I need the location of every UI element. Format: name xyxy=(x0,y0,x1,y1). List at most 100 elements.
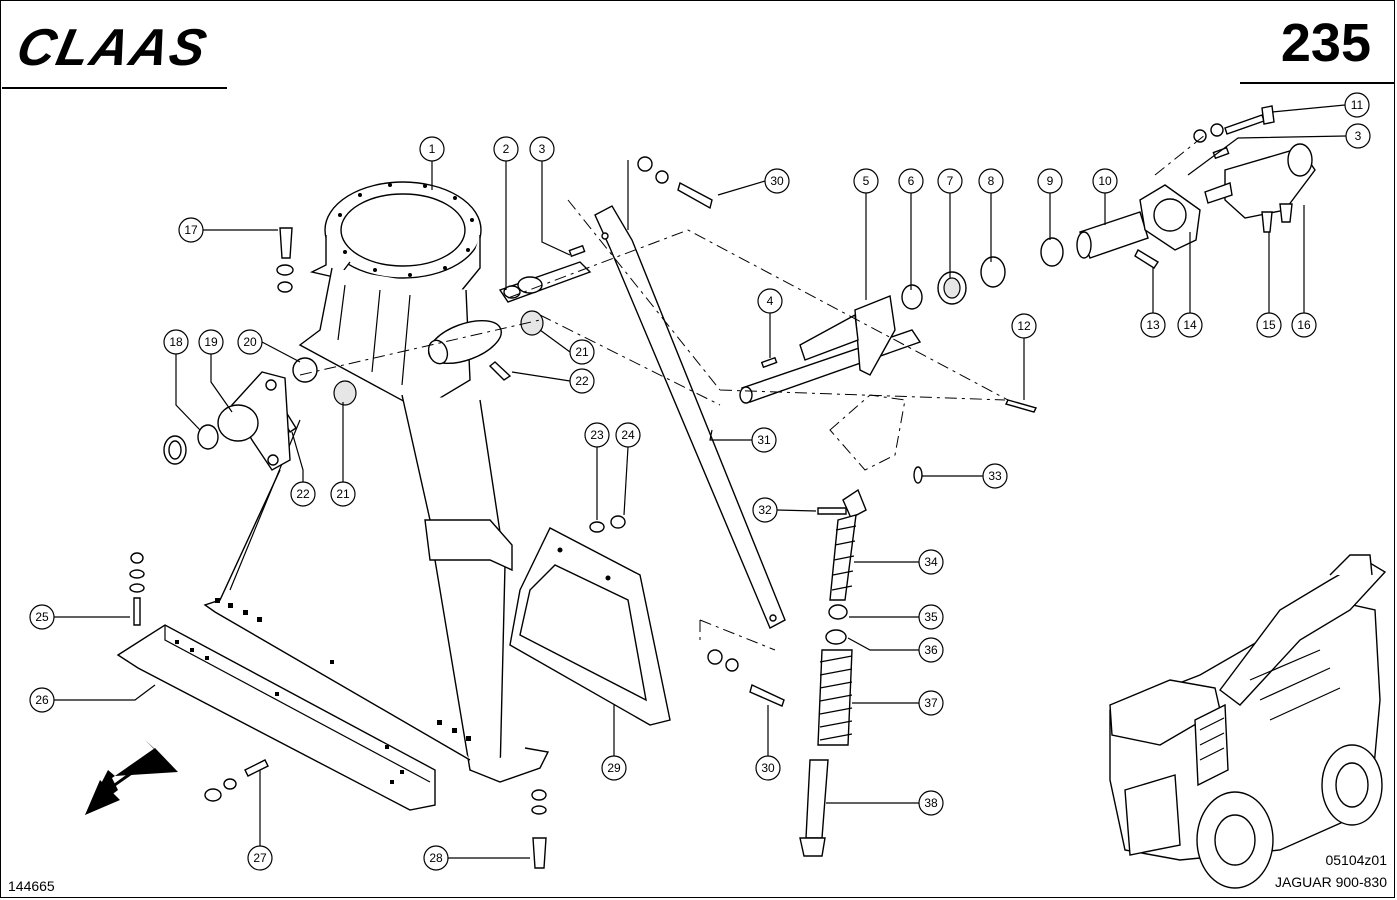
svg-text:4: 4 xyxy=(767,294,774,308)
svg-text:13: 13 xyxy=(1146,318,1160,332)
callout-2: 2 xyxy=(493,136,519,162)
page-number: 235 xyxy=(1280,13,1371,73)
callout-9: 9 xyxy=(1037,168,1063,194)
svg-text:18: 18 xyxy=(169,335,183,349)
callout-24: 24 xyxy=(615,422,641,448)
callout-36: 36 xyxy=(918,637,944,663)
svg-text:22: 22 xyxy=(575,374,589,388)
svg-text:11: 11 xyxy=(1351,98,1364,112)
callout-27: 27 xyxy=(247,845,273,871)
svg-text:21: 21 xyxy=(336,487,350,501)
svg-text:9: 9 xyxy=(1047,174,1054,188)
callout-16: 16 xyxy=(1291,312,1317,338)
sheet-header: CLAAS 235 xyxy=(0,0,1397,90)
svg-text:27: 27 xyxy=(253,851,267,865)
svg-text:21: 21 xyxy=(575,345,589,359)
svg-text:2: 2 xyxy=(503,142,510,156)
callout-20: 20 xyxy=(237,329,263,355)
svg-text:22: 22 xyxy=(296,487,310,501)
svg-text:37: 37 xyxy=(924,696,938,710)
svg-text:23: 23 xyxy=(590,428,604,442)
svg-text:3: 3 xyxy=(1355,129,1362,143)
callout-32: 32 xyxy=(752,497,778,523)
callout-8: 8 xyxy=(978,168,1004,194)
svg-text:30: 30 xyxy=(770,174,784,188)
svg-text:38: 38 xyxy=(924,796,938,810)
callout-17: 17 xyxy=(178,217,204,243)
pivot-shaft-assembly xyxy=(163,244,592,471)
strut-rod xyxy=(594,156,786,707)
svg-text:14: 14 xyxy=(1183,318,1197,332)
svg-text:19: 19 xyxy=(204,335,218,349)
spout-housing xyxy=(203,181,550,783)
callout-1: 1 xyxy=(419,136,445,162)
callout-35: 35 xyxy=(918,604,944,630)
svg-text:30: 30 xyxy=(761,761,775,775)
callout-29: 29 xyxy=(601,755,627,781)
callout-21b: 21 xyxy=(330,481,356,507)
side-plate xyxy=(509,527,671,726)
callout-28: 28 xyxy=(423,845,449,871)
svg-text:7: 7 xyxy=(947,174,954,188)
model-label: JAGUAR 900-830 xyxy=(1274,874,1387,890)
callout-38: 38 xyxy=(918,790,944,816)
callout-22a: 22 xyxy=(569,368,595,394)
svg-text:12: 12 xyxy=(1017,319,1031,333)
svg-text:28: 28 xyxy=(429,851,443,865)
fastener-stack-left xyxy=(129,227,626,869)
header-divider-left xyxy=(2,87,227,89)
callout-3b: 3 xyxy=(1345,123,1371,149)
callout-6: 6 xyxy=(898,168,924,194)
svg-text:36: 36 xyxy=(924,643,938,657)
callout-25: 25 xyxy=(29,604,55,630)
svg-text:34: 34 xyxy=(924,555,938,569)
callout-10: 10 xyxy=(1092,168,1118,194)
callout-3a: 3 xyxy=(529,136,555,162)
svg-text:31: 31 xyxy=(757,433,771,447)
callout-18: 18 xyxy=(163,329,189,355)
svg-text:16: 16 xyxy=(1297,318,1311,332)
svg-text:10: 10 xyxy=(1098,174,1112,188)
callout-13: 13 xyxy=(1140,312,1166,338)
header-divider-right xyxy=(1240,82,1395,84)
svg-text:17: 17 xyxy=(184,223,198,237)
svg-text:5: 5 xyxy=(863,174,870,188)
svg-text:26: 26 xyxy=(35,693,49,707)
callout-11: 11 xyxy=(1344,92,1370,118)
callout-14: 14 xyxy=(1177,312,1203,338)
callout-7: 7 xyxy=(937,168,963,194)
callout-30b: 30 xyxy=(755,755,781,781)
callout-5: 5 xyxy=(853,168,879,194)
callout-31: 31 xyxy=(751,427,777,453)
svg-text:33: 33 xyxy=(988,469,1002,483)
svg-text:35: 35 xyxy=(924,610,938,624)
callout-34: 34 xyxy=(918,549,944,575)
harvester-thumbnail xyxy=(1109,554,1387,889)
svg-text:3: 3 xyxy=(539,142,546,156)
direction-arrow xyxy=(85,740,178,815)
callout-21a: 21 xyxy=(569,339,595,365)
svg-text:20: 20 xyxy=(243,335,257,349)
callout-19: 19 xyxy=(198,329,224,355)
callout-30a: 30 xyxy=(764,168,790,194)
callout-33: 33 xyxy=(982,463,1008,489)
callout-4: 4 xyxy=(757,288,783,314)
svg-text:24: 24 xyxy=(621,428,635,442)
spring-assembly xyxy=(799,394,923,857)
callout-12: 12 xyxy=(1011,313,1037,339)
svg-text:25: 25 xyxy=(35,610,49,624)
sheet-id: 144665 xyxy=(8,878,55,894)
svg-text:29: 29 xyxy=(607,761,621,775)
assembly-axes xyxy=(299,134,1206,651)
mounting-rail xyxy=(116,624,436,811)
callout-26: 26 xyxy=(29,687,55,713)
svg-text:15: 15 xyxy=(1262,318,1276,332)
callout-leaders xyxy=(54,104,1347,859)
svg-text:8: 8 xyxy=(988,174,995,188)
svg-text:32: 32 xyxy=(758,503,772,517)
callout-23: 23 xyxy=(584,422,610,448)
svg-text:1: 1 xyxy=(429,142,436,156)
main-shaft xyxy=(739,105,1316,413)
